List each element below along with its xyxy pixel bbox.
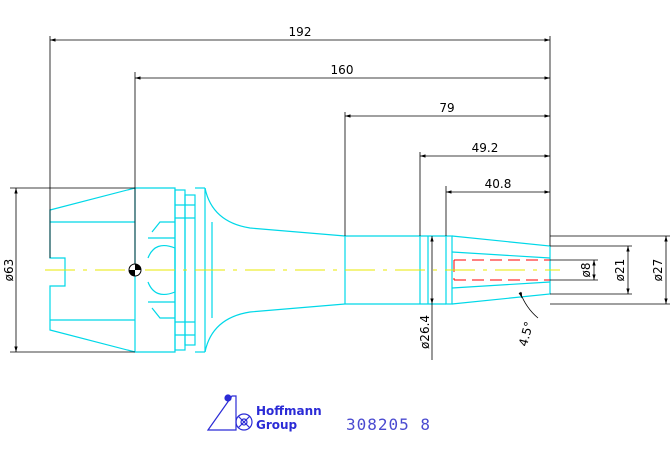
dim-length-160: 160	[331, 63, 354, 77]
hoffmann-group-logo: Hoffmann Group	[206, 394, 322, 432]
logo-line-1: Hoffmann	[256, 404, 322, 418]
dimension-labels: 192 160 79 49.2 40.8 ø63 ø26.4 ø8 ø21 ø2…	[2, 25, 665, 349]
dim-diameter-63: ø63	[2, 259, 16, 282]
dim-length-40-8: 40.8	[485, 177, 512, 191]
dim-diameter-27: ø27	[651, 259, 665, 282]
gauge-point-icon	[128, 263, 142, 277]
dimension-lines	[10, 36, 670, 360]
part-number: 308205 8	[346, 415, 431, 434]
dim-angle: 4.5°	[516, 320, 536, 348]
dim-diameter-21: ø21	[613, 259, 627, 282]
dim-overall-length: 192	[289, 25, 312, 39]
dim-diameter-26-4: ø26.4	[418, 315, 432, 349]
logo-line-2: Group	[256, 418, 298, 432]
dim-diameter-8: ø8	[579, 263, 593, 278]
hoffmann-logo-icon	[206, 394, 253, 431]
dim-length-49-2: 49.2	[472, 141, 499, 155]
dim-length-79: 79	[439, 101, 454, 115]
